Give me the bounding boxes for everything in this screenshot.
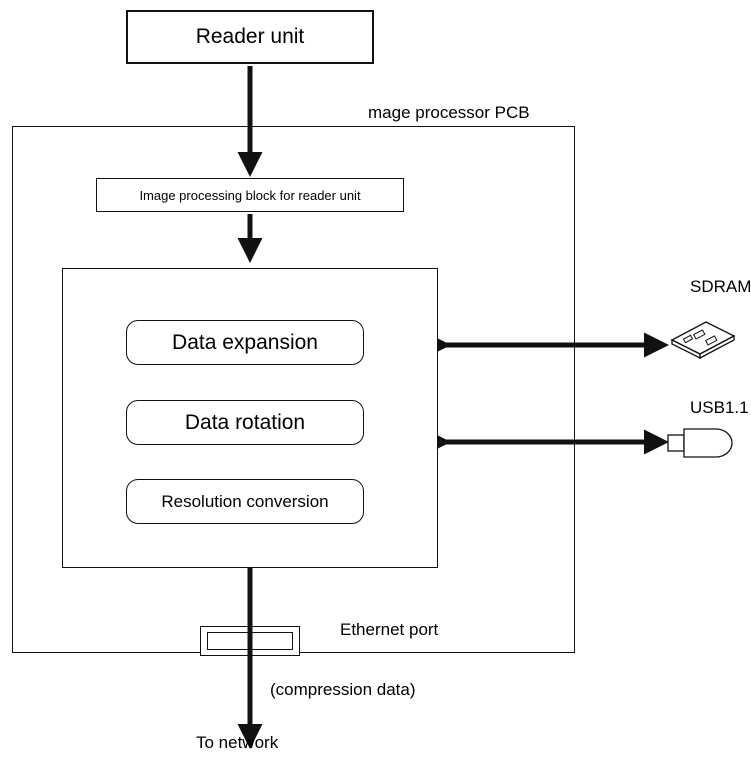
function-data-expansion: Data expansion [126, 320, 364, 365]
function-label: Data expansion [172, 330, 318, 354]
sdram-icon [670, 321, 736, 360]
image-processing-block-label: Image processing block for reader unit [139, 187, 361, 203]
function-data-rotation: Data rotation [126, 400, 364, 445]
image-processing-block: Image processing block for reader unit [96, 178, 404, 212]
ethernet-port-socket [207, 632, 293, 650]
function-label: Resolution conversion [161, 491, 329, 511]
usb-stick-icon [667, 428, 733, 458]
to-network-label: To network [196, 733, 279, 752]
usb-label: USB1.1 [690, 398, 749, 417]
compression-data-label: (compression data) [270, 680, 416, 699]
reader-unit-box: Reader unit [126, 10, 374, 64]
ethernet-port [200, 626, 300, 656]
reader-unit-label: Reader unit [195, 25, 305, 48]
function-label: Data rotation [184, 410, 306, 434]
function-resolution-conversion: Resolution conversion [126, 479, 364, 524]
ethernet-port-label: Ethernet port [340, 620, 439, 639]
pcb-label: mage processor PCB [368, 103, 530, 122]
sdram-label: SDRAM [690, 277, 751, 296]
